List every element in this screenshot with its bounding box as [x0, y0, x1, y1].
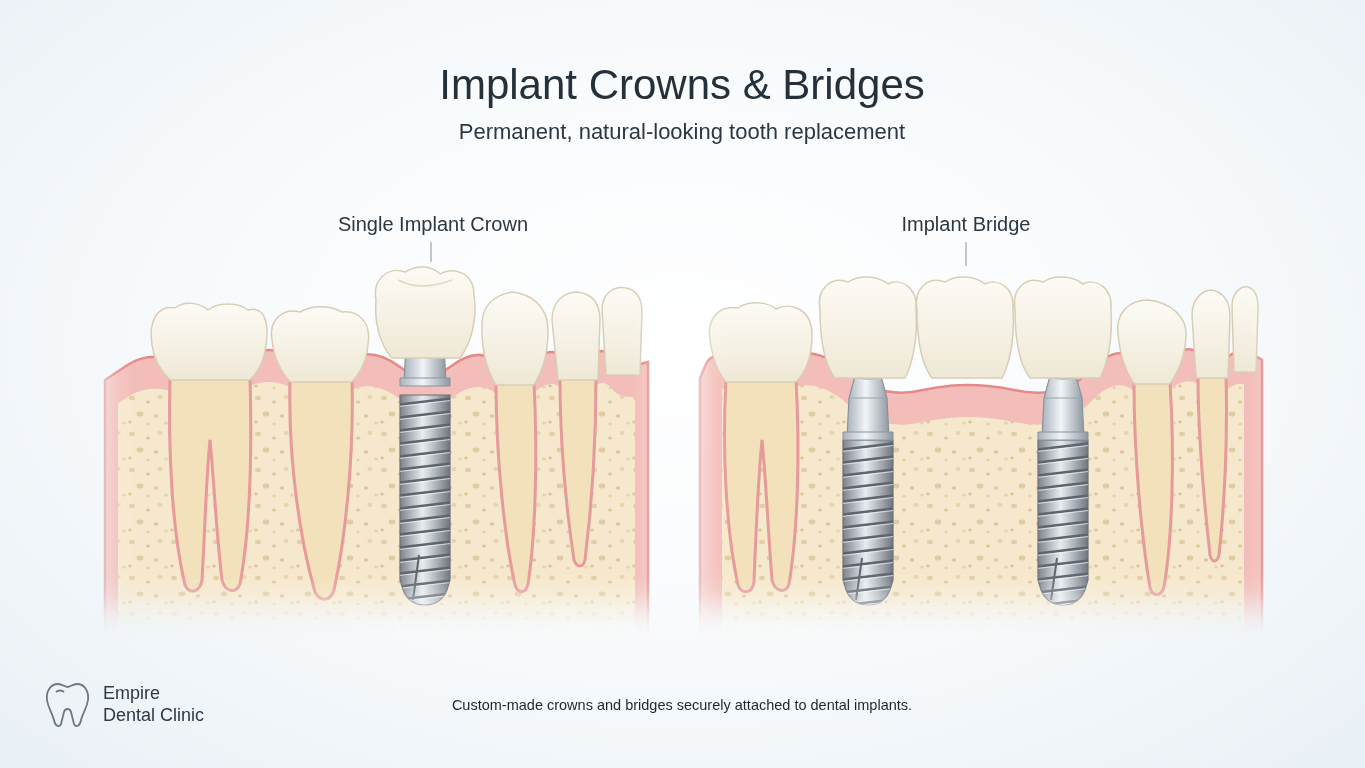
abutment — [843, 373, 893, 440]
bone — [722, 381, 1244, 672]
logo-icon — [47, 684, 88, 726]
tooth-root — [1134, 382, 1172, 595]
caption: Custom-made crowns and bridges securely … — [452, 697, 912, 714]
tooth-root — [560, 378, 596, 566]
incisor-crown — [552, 292, 600, 380]
bridge-crown — [1014, 277, 1111, 378]
tooth-root — [290, 380, 352, 599]
implant-screw — [1038, 440, 1088, 605]
tooth-root — [170, 378, 251, 591]
tooth-root — [496, 383, 536, 592]
implant-screw — [400, 395, 450, 605]
panel-label: Single Implant Crown — [338, 212, 528, 236]
brand-name: Empire Dental Clinic — [103, 683, 213, 726]
bridge-pontic — [916, 277, 1013, 378]
leader-line — [965, 242, 966, 266]
canine-crown — [482, 292, 548, 385]
title: Implant Crowns & Bridges — [439, 60, 925, 110]
subtitle: Permanent, natural-looking tooth replace… — [459, 119, 905, 145]
incisor-crown — [1232, 287, 1258, 372]
implant-crown — [375, 267, 475, 358]
incisor-crown — [602, 288, 642, 375]
implant-bridge-illustration — [700, 277, 1262, 672]
premolar-crown — [1118, 300, 1187, 384]
bridge-crown — [819, 277, 916, 378]
molar-crown — [151, 303, 267, 380]
incisor-crown — [1192, 290, 1230, 378]
leader-line — [430, 242, 431, 262]
single-implant-illustration — [105, 267, 648, 672]
panel-label: Implant Bridge — [902, 212, 1031, 236]
implant-screw — [843, 440, 893, 605]
tooth-root — [725, 380, 798, 592]
molar-crown — [709, 303, 812, 382]
tooth-root — [1198, 376, 1227, 561]
premolar-crown — [271, 307, 368, 382]
abutment — [1038, 373, 1088, 440]
